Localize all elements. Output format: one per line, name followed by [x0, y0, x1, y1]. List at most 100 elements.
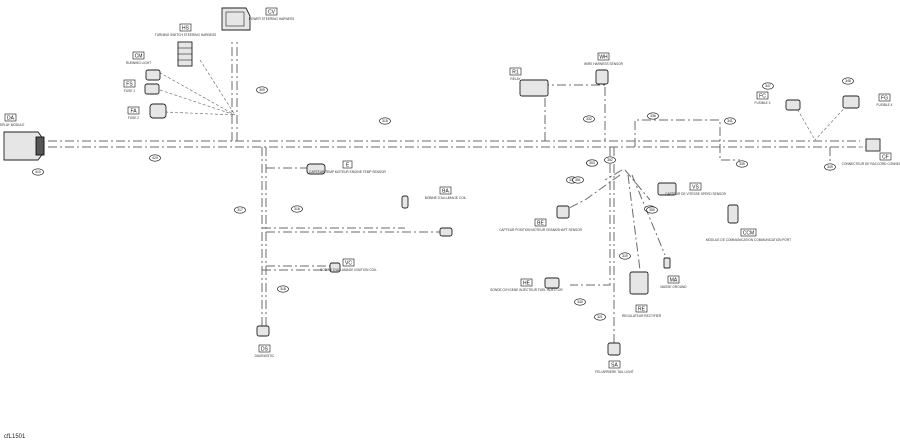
svg-text:332: 332 [586, 117, 592, 121]
ignition-coil-c-connector [329, 262, 341, 273]
svg-text:CONNECTEUR DE RACCORD CONNECTO: CONNECTEUR DE RACCORD CONNECTOR TO HARNE… [842, 162, 900, 166]
ignition-coil-a-connector [401, 195, 409, 209]
fuse-1-connector [144, 83, 160, 95]
svg-text:DA: DA [7, 116, 15, 122]
svg-text:WIRE HARNESS SENSOR: WIRE HARNESS SENSOR [584, 62, 624, 66]
wire-number-label: 319 [619, 252, 631, 260]
svg-text:FG: FG [881, 96, 888, 102]
diagnostic-connector [256, 325, 270, 337]
branch-wire [634, 119, 740, 161]
wire-number-label: 340 [574, 298, 586, 306]
wire-number-label: 336 [647, 112, 659, 120]
wire-number-label: 309 [256, 86, 268, 94]
svg-text:350: 350 [649, 208, 655, 212]
ground-connector [663, 257, 671, 269]
svg-text:WH: WH [599, 55, 608, 61]
svg-text:RUNNING LIGHT: RUNNING LIGHT [126, 61, 151, 65]
svg-text:315: 315 [382, 119, 388, 123]
branch-wire [631, 174, 666, 256]
svg-text:HS: HS [182, 26, 190, 32]
branch-wire [604, 169, 623, 181]
svg-text:REGULATEUR RECTIFIER: REGULATEUR RECTIFIER [622, 314, 662, 318]
ignition-coil-b-connector [439, 227, 453, 237]
svg-text:DS: DS [261, 347, 269, 353]
wire-number-label: 410 [32, 168, 44, 176]
svg-text:309: 309 [259, 88, 265, 92]
branch-wire [544, 84, 605, 141]
engine-temp-sensor-connector [306, 163, 326, 175]
svg-text:RELAY: RELAY [510, 77, 521, 81]
svg-text:339: 339 [739, 162, 745, 166]
wire-number-label: 353 [586, 159, 598, 167]
running-light-connector [145, 69, 161, 81]
svg-text:FUSIBLE 3: FUSIBLE 3 [755, 101, 771, 105]
connector-tag-da: DADISPLAY MODULE [0, 113, 24, 127]
svg-text:340: 340 [577, 300, 583, 304]
svg-text:FS: FS [126, 82, 133, 88]
wire-number-label: 350 [646, 206, 658, 214]
branch-wire [564, 174, 621, 211]
svg-text:RE: RE [638, 307, 646, 313]
svg-text:R1: R1 [512, 70, 519, 76]
svg-text:348: 348 [845, 79, 851, 83]
wire-number-label: 420 [149, 154, 161, 162]
svg-text:316: 316 [294, 207, 300, 211]
speed-sensor-connector [657, 182, 677, 196]
rectifier-connector [629, 271, 649, 295]
harness-join-connector [865, 138, 881, 152]
svg-text:410: 410 [35, 170, 41, 174]
tail-light-connector [607, 342, 621, 356]
fuse-3-connector [785, 99, 801, 111]
wire-harness-sensor-connector [595, 69, 609, 85]
svg-text:CCM: CCM [743, 231, 754, 237]
svg-text:BA: BA [442, 189, 449, 195]
leader-lines [154, 59, 870, 148]
wire-number-label: 349 [824, 163, 836, 171]
svg-text:FUSIBLE 4: FUSIBLE 4 [877, 103, 893, 107]
svg-text:DISPLAY MODULE: DISPLAY MODULE [0, 123, 24, 127]
wire-number-label: 341 [724, 117, 736, 125]
wire-number-label: 339 [736, 160, 748, 168]
fuel-injector-connector [544, 277, 560, 289]
svg-text:319: 319 [622, 254, 628, 258]
svg-text:POWER STEERING HARNESS: POWER STEERING HARNESS [249, 17, 295, 21]
wire-number-label: 318 [277, 285, 289, 293]
svg-text:SONDE OXYGENE INJECTEUR FUEL I: SONDE OXYGENE INJECTEUR FUEL INJECTOR [490, 288, 563, 292]
branch-wire [570, 147, 611, 286]
svg-text:HE: HE [523, 281, 531, 287]
branch-wire [627, 174, 641, 271]
svg-text:336: 336 [650, 114, 656, 118]
communication-port-connector [727, 204, 739, 224]
wire-number-label: 315 [379, 117, 391, 125]
svg-text:CV: CV [268, 10, 276, 16]
svg-text:FA: FA [130, 109, 137, 115]
svg-text:317: 317 [237, 208, 243, 212]
svg-text:CAPTEUR DE VITESSE SPEED SENSO: CAPTEUR DE VITESSE SPEED SENSOR [665, 192, 727, 196]
svg-text:341: 341 [727, 119, 733, 123]
harness-wires [48, 40, 860, 345]
svg-text:420: 420 [152, 156, 158, 160]
svg-text:CF: CF [882, 155, 889, 161]
svg-text:BOBINE D'ALLUMAGE COIL: BOBINE D'ALLUMAGE COIL [425, 196, 467, 200]
svg-text:FUSE 1: FUSE 1 [124, 89, 135, 93]
svg-text:349: 349 [827, 165, 833, 169]
